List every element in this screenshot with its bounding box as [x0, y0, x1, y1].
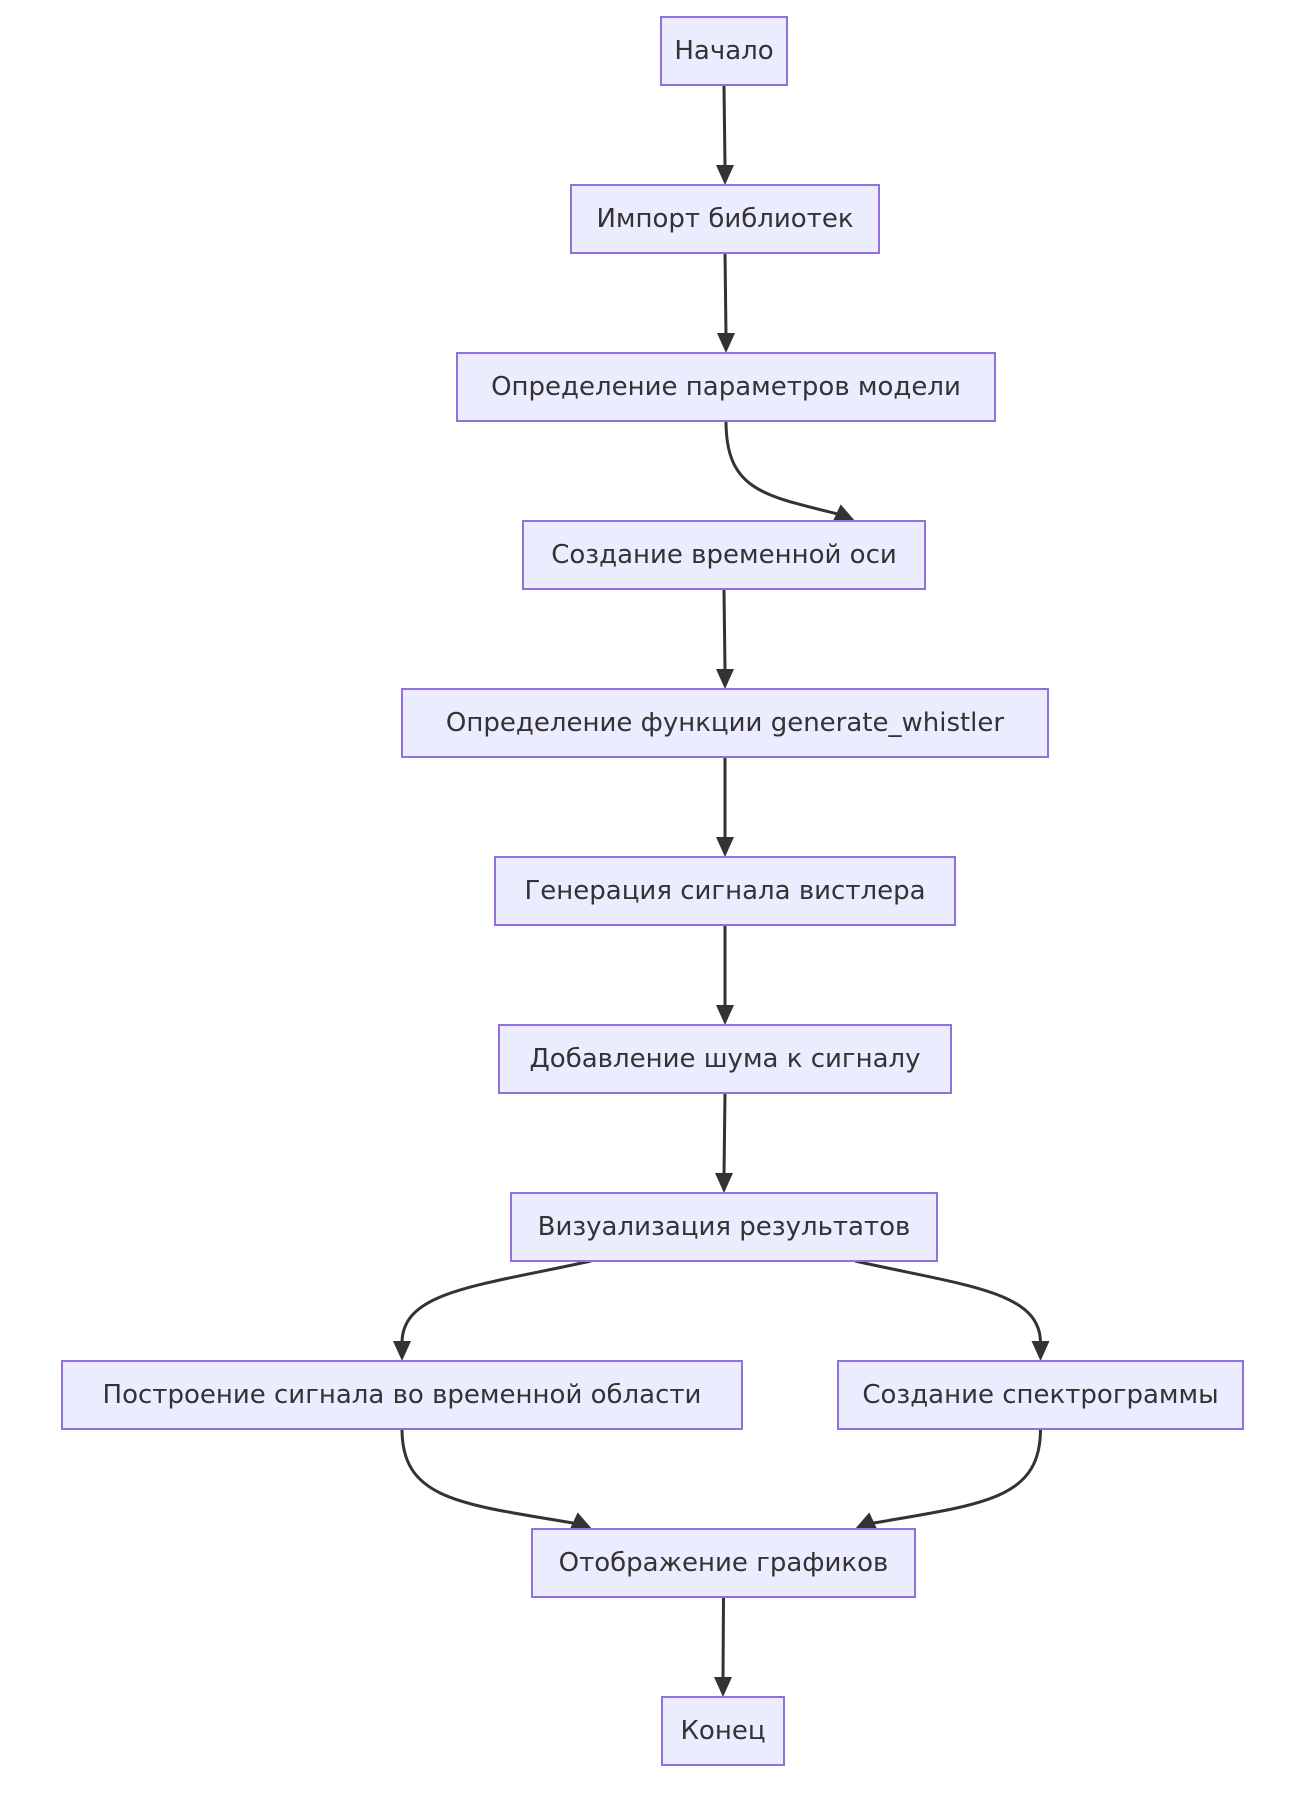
node-label: Создание временной оси [551, 540, 897, 570]
node-box [498, 1024, 952, 1094]
node-box [570, 184, 880, 254]
node-params: Определение параметров модели [456, 352, 996, 422]
node-label: Визуализация результатов [538, 1212, 911, 1242]
node-end: Конец [661, 1696, 785, 1766]
arrowhead-icon [714, 1677, 732, 1697]
node-show: Отображение графиков [531, 1528, 916, 1598]
node-label: Определение параметров модели [491, 372, 961, 402]
node-label: Добавление шума к сигналу [529, 1044, 920, 1074]
node-box [494, 856, 956, 926]
node-label: Отображение графиков [559, 1548, 889, 1578]
node-gen: Генерация сигнала вистлера [494, 856, 956, 926]
node-box [661, 1696, 785, 1766]
edge-time-plot-to-show [400, 1428, 574, 1525]
node-box [660, 16, 788, 86]
node-label: Конец [680, 1716, 765, 1746]
arrowhead-icon [717, 333, 735, 353]
node-box [456, 352, 996, 422]
node-box [837, 1360, 1244, 1430]
node-func: Определение функции generate_whistler [401, 688, 1049, 758]
arrowhead-icon [716, 1005, 734, 1025]
arrowhead-icon [715, 1173, 733, 1193]
edge-import-to-params [723, 252, 728, 336]
node-spectrogram: Создание спектрограммы [837, 1360, 1244, 1430]
arrowhead-icon [716, 165, 734, 185]
arrowhead-icon [716, 837, 734, 857]
arrowhead-icon [855, 1512, 877, 1529]
node-label: Генерация сигнала вистлера [524, 876, 925, 906]
node-label: Построение сигнала во временной области [103, 1380, 702, 1410]
node-box [61, 1360, 743, 1430]
edge-params-to-time-axis [724, 420, 843, 517]
node-box [401, 688, 1049, 758]
edges [393, 84, 1050, 1697]
edge-time-axis-to-func [722, 588, 727, 672]
node-label: Начало [674, 36, 773, 66]
node-viz: Визуализация результатов [510, 1192, 938, 1262]
edge-start-to-import [722, 84, 727, 168]
arrowhead-icon [393, 1341, 411, 1361]
arrowhead-icon [716, 669, 734, 689]
edge-noise-to-viz [722, 1092, 727, 1176]
node-noise: Добавление шума к сигналу [498, 1024, 952, 1094]
node-box [510, 1192, 938, 1262]
node-label: Определение функции generate_whistler [446, 708, 1004, 738]
arrowhead-icon [1031, 1341, 1050, 1361]
node-time-plot: Построение сигнала во временной области [61, 1360, 743, 1430]
edge-show-to-end [721, 1596, 725, 1680]
arrowhead-icon [570, 1512, 592, 1529]
edge-viz-to-time-plot [400, 1259, 592, 1344]
node-time-axis: Создание временной оси [522, 520, 926, 590]
node-import: Импорт библиотек [570, 184, 880, 254]
node-label: Импорт библиотек [596, 204, 853, 234]
node-box [531, 1528, 916, 1598]
node-label: Создание спектрограммы [862, 1380, 1218, 1410]
edge-viz-to-spectrogram [854, 1259, 1042, 1344]
arrowhead-icon [833, 504, 855, 521]
node-start: Начало [660, 16, 788, 86]
node-box [522, 520, 926, 590]
edge-spectrogram-to-show [873, 1428, 1042, 1525]
